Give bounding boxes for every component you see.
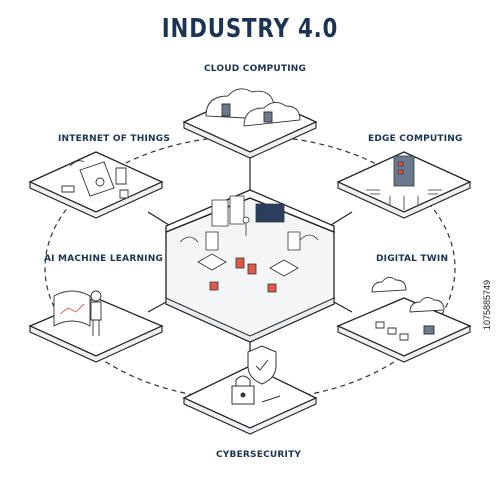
page-title: INDUSTRY 4.0	[161, 14, 339, 44]
factory-scene-icon	[180, 196, 318, 292]
label-cybersecurity: CYBERSECURITY	[216, 450, 302, 460]
central-hexagon	[166, 190, 334, 342]
stock-id: 1075885749	[482, 279, 492, 330]
cybersecurity-tile	[184, 346, 316, 434]
ai-robot-icon	[54, 291, 101, 336]
shield-lock-icon	[232, 346, 280, 404]
edge-chip-icon	[366, 156, 442, 210]
label-cloud-computing: CLOUD COMPUTING	[204, 64, 307, 74]
iot-devices-icon	[62, 161, 128, 198]
cloud-computing-tile	[184, 89, 316, 158]
label-internet-of-things: INTERNET OF THINGS	[58, 134, 171, 144]
digital-twin-icon	[372, 277, 444, 340]
edge-computing-tile	[338, 152, 470, 218]
label-digital-twin: DIGITAL TWIN	[376, 254, 449, 264]
digital-twin-tile	[338, 277, 470, 362]
ai-machine-learning-tile	[30, 291, 162, 362]
label-ai-machine-learning: AI MACHINE LEARNING	[44, 254, 164, 264]
iot-tile	[30, 152, 162, 218]
cloud-server-icon	[206, 89, 300, 126]
label-edge-computing: EDGE COMPUTING	[368, 134, 463, 144]
